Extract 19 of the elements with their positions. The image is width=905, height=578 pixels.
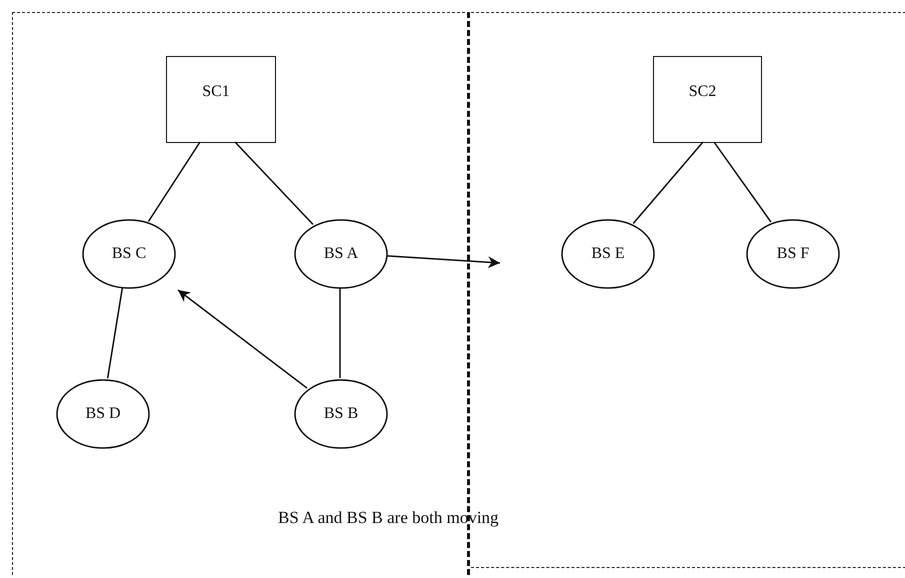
node-label: BS D [85, 405, 121, 423]
connector-line [148, 142, 201, 222]
connector-line [339, 288, 341, 378]
controller-box [166, 56, 276, 143]
connector-line [106, 288, 124, 378]
arrow [178, 289, 308, 389]
connector-line [713, 142, 772, 222]
node-label: BS F [776, 245, 810, 263]
controller-box [653, 56, 762, 143]
arrow [386, 255, 500, 268]
node-label: SC1 [202, 83, 230, 101]
caption-text: BS A and BS B are both moving [278, 508, 499, 528]
node-label: BS A [324, 245, 358, 263]
node-label: BS E [591, 245, 625, 263]
node-label: BS B [324, 405, 358, 423]
node-label: BS C [112, 245, 146, 263]
node-label: SC2 [688, 83, 716, 101]
connector-line [234, 141, 314, 225]
connector-line [632, 142, 704, 224]
